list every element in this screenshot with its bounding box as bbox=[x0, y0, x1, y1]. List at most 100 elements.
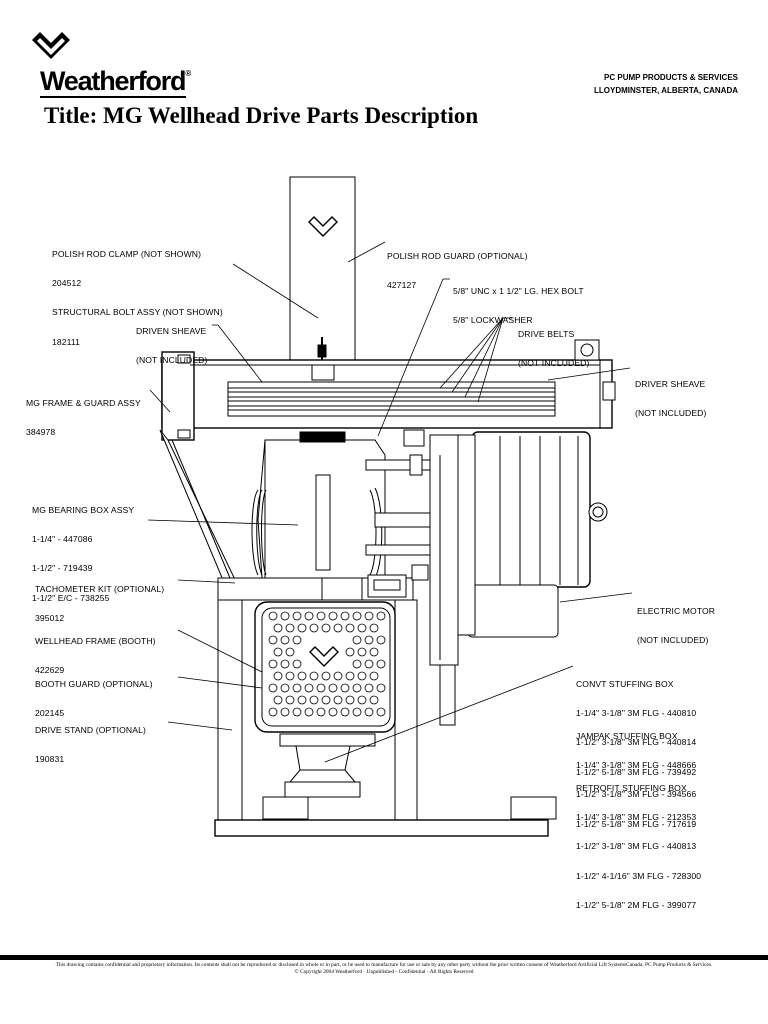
guard-hole bbox=[304, 707, 314, 717]
guard-hole bbox=[364, 683, 374, 693]
label-line: 204512 bbox=[52, 277, 82, 288]
guard-hole bbox=[321, 671, 331, 681]
bearing-box bbox=[251, 431, 386, 579]
guard-hole bbox=[340, 707, 350, 717]
label-tachometer: TACHOMETER KIT (OPTIONAL) 395012 bbox=[35, 565, 164, 634]
guard-hole bbox=[273, 647, 283, 657]
label-line: DRIVE STAND (OPTIONAL) bbox=[35, 724, 146, 735]
guard-hole bbox=[309, 671, 319, 681]
guard-hole bbox=[333, 623, 343, 633]
label-line: DRIVE BELTS bbox=[518, 328, 575, 339]
company-info: PC PUMP PRODUCTS & SERVICES LLOYDMINSTER… bbox=[594, 71, 738, 97]
guard-hole bbox=[316, 707, 326, 717]
label-line: (NOT INCLUDED) bbox=[637, 634, 709, 645]
guard-hole bbox=[273, 671, 283, 681]
wellhead-frame bbox=[214, 599, 549, 837]
label-line: TACHOMETER KIT (OPTIONAL) bbox=[35, 583, 165, 594]
guard-hole bbox=[285, 671, 295, 681]
guard-hole bbox=[292, 635, 302, 645]
label-line: WELLHEAD FRAME (BOOTH) bbox=[35, 635, 156, 646]
guard-hole bbox=[352, 707, 362, 717]
footer-line-2: © Copyright 2004 Weatherford · Unpublish… bbox=[294, 968, 474, 975]
company-line-2: LLOYDMINSTER, ALBERTA, CANADA bbox=[594, 86, 738, 95]
electric-motor bbox=[454, 431, 608, 638]
label-retrofit-stuffing-box: RETROFIT STUFFING BOX 1-1/4" 3-1/8" 3M F… bbox=[576, 764, 701, 921]
guard-hole bbox=[364, 635, 374, 645]
label-driven-sheave: DRIVEN SHEAVE (NOT INCLUDED) bbox=[136, 307, 207, 376]
label-line: 422629 bbox=[35, 664, 65, 675]
guard-hole bbox=[292, 707, 302, 717]
guard-hole bbox=[292, 683, 302, 693]
guard-hole bbox=[280, 707, 290, 717]
guard-hole bbox=[364, 611, 374, 621]
label-line: (NOT INCLUDED) bbox=[518, 357, 590, 368]
label-booth-guard: BOOTH GUARD (OPTIONAL) 202145 bbox=[35, 660, 153, 729]
page-title: Title: MG Wellhead Drive Parts Descripti… bbox=[44, 103, 479, 128]
guard-hole bbox=[268, 683, 278, 693]
label-line: 1-1/2" 4-1/16" 3M FLG - 728300 bbox=[576, 870, 702, 881]
guard-hole bbox=[357, 671, 367, 681]
label-line: 384978 bbox=[26, 426, 56, 437]
guard-hole bbox=[376, 683, 386, 693]
guard-hole bbox=[357, 695, 367, 705]
guard-hole bbox=[345, 647, 355, 657]
label-bearing-box: MG BEARING BOX ASSY 1-1/4" - 447086 1-1/… bbox=[32, 486, 134, 613]
label-line: 1-1/2" 5-1/8" 3M FLG - 739492 bbox=[576, 766, 697, 777]
brand-underline bbox=[40, 96, 186, 98]
guard-hole bbox=[328, 707, 338, 717]
footer-rule bbox=[0, 955, 768, 960]
label-line: POLISH ROD CLAMP (NOT SHOWN) bbox=[52, 248, 202, 259]
guard-hole bbox=[340, 683, 350, 693]
guard-hole bbox=[369, 671, 379, 681]
label-driver-sheave: DRIVER SHEAVE (NOT INCLUDED) bbox=[635, 360, 706, 429]
label-line: 1-1/4" 3-1/8" 3M FLG - 440810 bbox=[576, 707, 697, 718]
guard-hole bbox=[352, 683, 362, 693]
tachometer-area bbox=[217, 574, 414, 601]
label-line: (NOT INCLUDED) bbox=[635, 407, 707, 418]
label-line: 1-1/2" 5-1/8" 3M FLG - 717619 bbox=[576, 818, 697, 829]
guard-hole bbox=[285, 623, 295, 633]
guard-hole bbox=[268, 659, 278, 669]
guard-hole bbox=[309, 695, 319, 705]
stuffing-box bbox=[262, 733, 557, 820]
label-line: 1-1/2" - 719439 bbox=[32, 563, 93, 574]
guard-hole bbox=[297, 623, 307, 633]
guard-hole bbox=[285, 695, 295, 705]
guard-hole bbox=[280, 635, 290, 645]
booth-guard bbox=[254, 601, 396, 733]
label-hex-bolt: 5/8" UNC x 1 1/2" LG. HEX BOLT 5/8" LOCK… bbox=[453, 267, 584, 336]
guard-hole bbox=[321, 623, 331, 633]
label-line: BOOTH GUARD (OPTIONAL) bbox=[35, 678, 153, 689]
footer-line-1: This drawing contains confidential and p… bbox=[55, 962, 713, 968]
guard-hole bbox=[280, 611, 290, 621]
label-line: (NOT INCLUDED) bbox=[136, 354, 208, 365]
guard-hole bbox=[364, 659, 374, 669]
guard-hole bbox=[309, 623, 319, 633]
label-polish-rod-clamp: POLISH ROD CLAMP (NOT SHOWN) 204512 STRU… bbox=[52, 230, 223, 357]
label-line: 190831 bbox=[35, 753, 65, 764]
guard-hole bbox=[304, 683, 314, 693]
guard-hole bbox=[273, 695, 283, 705]
guard-hole bbox=[369, 623, 379, 633]
guard-hole bbox=[304, 611, 314, 621]
label-line: MG FRAME & GUARD ASSY bbox=[26, 397, 141, 408]
guard-hole bbox=[285, 647, 295, 657]
footer-notice: This drawing contains confidential and p… bbox=[0, 962, 768, 975]
guard-hole bbox=[345, 671, 355, 681]
guard-hole bbox=[369, 695, 379, 705]
guard-hole bbox=[352, 611, 362, 621]
label-line: 1-1/4" 3-1/8" 3M FLG - 448666 bbox=[576, 759, 697, 770]
guard-hole bbox=[345, 695, 355, 705]
guard-hole bbox=[297, 671, 307, 681]
company-line-1: PC PUMP PRODUCTS & SERVICES bbox=[604, 73, 738, 82]
label-line: 1-1/2" 3-1/8" 3M FLG - 440814 bbox=[576, 737, 697, 748]
guard-hole bbox=[280, 659, 290, 669]
guard-hole bbox=[273, 623, 283, 633]
label-line: JAMPAK STUFFING BOX bbox=[576, 730, 678, 741]
label-line: 427127 bbox=[387, 279, 417, 290]
brand-name: Weatherford® bbox=[40, 66, 191, 96]
guard-hole bbox=[316, 611, 326, 621]
guard-hole bbox=[328, 611, 338, 621]
label-line: 182111 bbox=[52, 336, 80, 347]
weatherford-logo-mark-icon bbox=[32, 32, 70, 59]
